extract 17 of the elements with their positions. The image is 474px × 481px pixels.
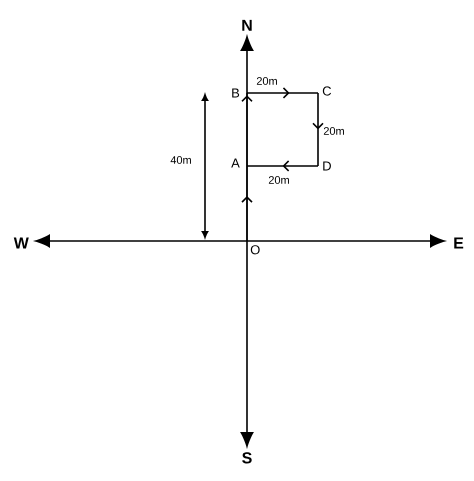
point-label: O bbox=[250, 245, 260, 254]
point-label: W bbox=[14, 238, 29, 248]
point-label: B bbox=[232, 88, 240, 98]
dimension-label: 40m bbox=[170, 156, 191, 164]
edge-label: 20m bbox=[322, 126, 346, 136]
point-label: N bbox=[242, 20, 252, 31]
edge-label: 20m bbox=[267, 175, 291, 185]
arrow bbox=[35, 234, 247, 248]
point-label: E bbox=[454, 238, 464, 248]
arrow bbox=[247, 234, 445, 248]
edge-label: 20m bbox=[255, 76, 279, 86]
point-label: S bbox=[242, 452, 252, 464]
point-label: D bbox=[323, 162, 331, 170]
point-label: A bbox=[231, 158, 240, 168]
arrow bbox=[240, 241, 254, 447]
point-label: C bbox=[322, 86, 332, 96]
arrow bbox=[241, 93, 253, 166]
